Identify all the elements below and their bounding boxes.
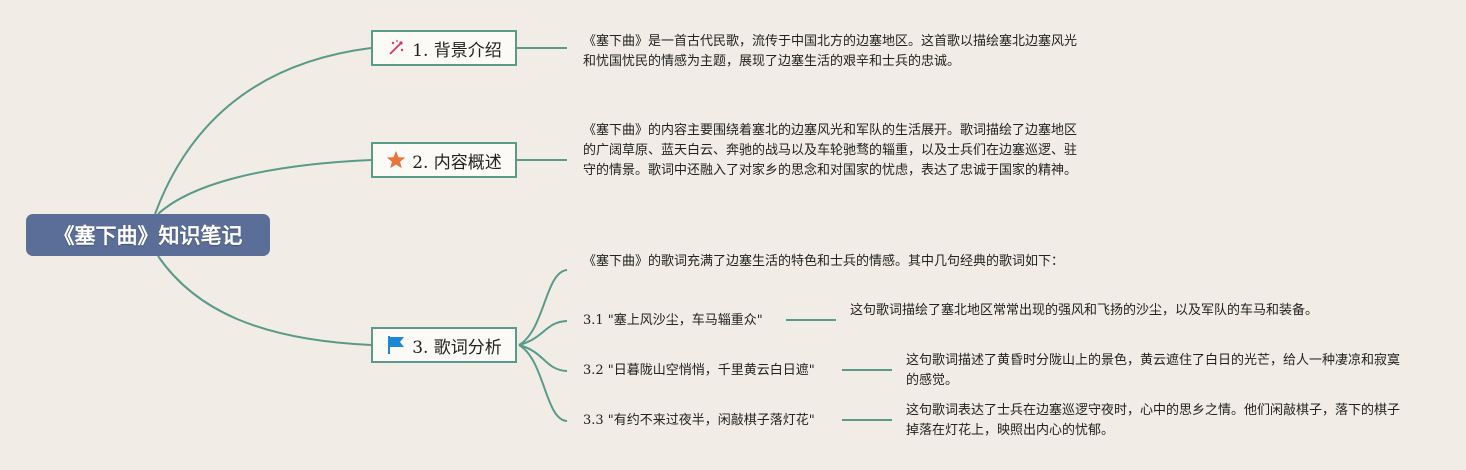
topic-note: 《塞下曲》的内容主要围绕着塞北的边塞风光和军队的生活展开。歌词描绘了边塞地区的广… <box>583 123 1078 178</box>
lyric-item-note: 这句歌词表达了士兵在边塞巡逻守夜时，心中的思乡之情。他们闲敲棋子，落下的棋子掉落… <box>906 403 1401 438</box>
topic-label: 1. 背景介绍 <box>412 40 502 61</box>
topic-background[interactable]: 1. 背景介绍 <box>371 30 517 66</box>
topic-lyrics-analysis[interactable]: 3. 歌词分析 <box>371 327 517 363</box>
topic-label: 2. 内容概述 <box>412 152 502 173</box>
star-icon <box>386 150 406 170</box>
lyric-item-label[interactable]: 3.2 "日暮陇山空悄悄，千里黄云白日遮" <box>583 363 815 378</box>
lyrics-intro: 《塞下曲》的歌词充满了边塞生活的特色和士兵的情感。其中几句经典的歌词如下： <box>583 254 1065 269</box>
lyric-item-label[interactable]: 3.1 "塞上风沙尘，车马辎重众" <box>583 313 763 328</box>
topic-label: 3. 歌词分析 <box>412 337 502 358</box>
lyric-item-label[interactable]: 3.3 "有约不来过夜半，闲敲棋子落灯花" <box>583 413 815 428</box>
flag-icon <box>386 335 406 355</box>
topic-note: 《塞下曲》是一首古代民歌，流传于中国北方的边塞地区。这首歌以描绘塞北边塞风光和忧… <box>583 34 1078 69</box>
topic-content-summary[interactable]: 2. 内容概述 <box>371 142 517 178</box>
lyric-item-note: 这句歌词描绘了塞北地区常常出现的强风和飞扬的沙尘，以及军队的车马和装备。 <box>850 303 1319 318</box>
root-topic[interactable]: 《塞下曲》知识笔记 <box>26 214 270 256</box>
lyric-item-note: 这句歌词描述了黄昏时分陇山上的景色，黄云遮住了白日的光芒，给人一种凄凉和寂寞的感… <box>906 353 1401 388</box>
root-title: 《塞下曲》知识笔记 <box>53 224 243 248</box>
sparkle-icon <box>386 38 406 58</box>
